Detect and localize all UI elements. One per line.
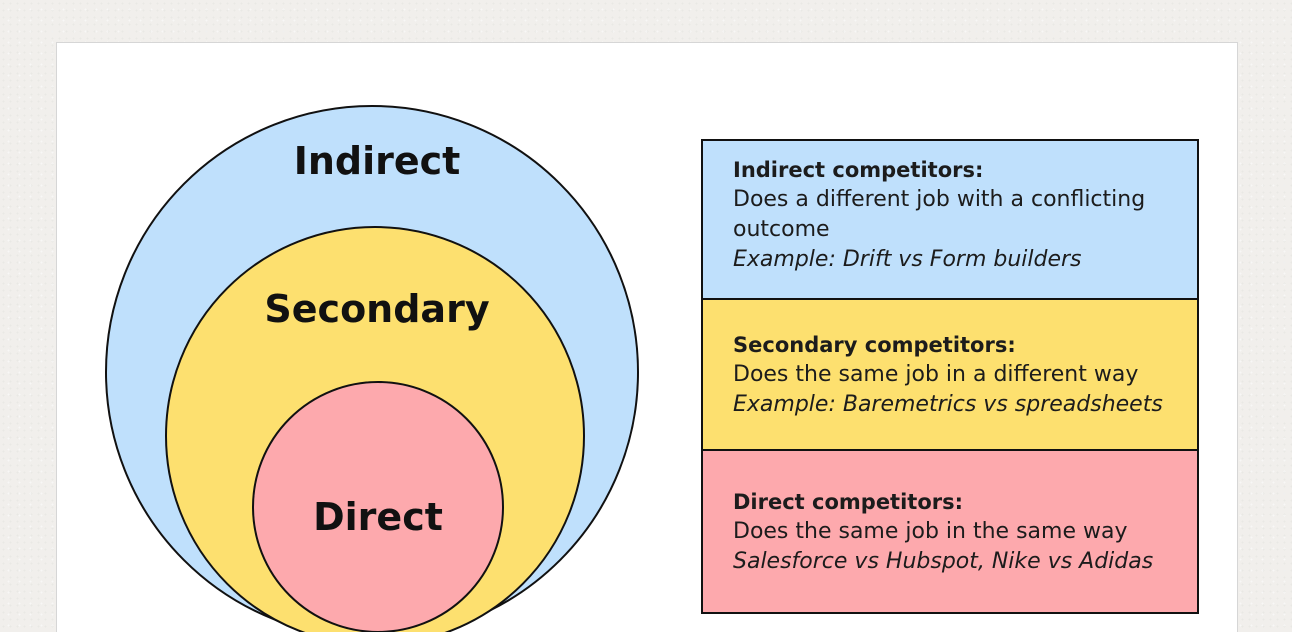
indirect-legend-title: Indirect competitors:	[733, 158, 984, 182]
direct-legend-box: Direct competitors: Does the same job in…	[703, 449, 1197, 612]
competitor-legend: Indirect competitors: Does a different j…	[701, 139, 1199, 614]
indirect-label: Indirect	[294, 139, 461, 183]
direct-legend-title: Direct competitors:	[733, 490, 964, 514]
direct-legend-example: Salesforce vs Hubspot, Nike vs Adidas	[733, 549, 1154, 574]
indirect-legend-example: Example: Drift vs Form builders	[733, 247, 1082, 272]
indirect-legend-description: Does a different job with a conflicting …	[733, 187, 1146, 242]
secondary-legend-example: Example: Baremetrics vs spreadsheets	[733, 392, 1163, 417]
direct-circle	[252, 381, 504, 632]
secondary-label: Secondary	[264, 287, 489, 331]
nested-circles-diagram: Indirect Secondary Direct	[105, 105, 639, 632]
secondary-legend-box: Secondary competitors: Does the same job…	[703, 298, 1197, 449]
indirect-legend-box: Indirect competitors: Does a different j…	[703, 141, 1197, 298]
secondary-legend-title: Secondary competitors:	[733, 333, 1016, 357]
direct-legend-description: Does the same job in the same way	[733, 519, 1128, 544]
secondary-legend-description: Does the same job in a different way	[733, 362, 1139, 387]
direct-label: Direct	[313, 495, 443, 539]
diagram-card: Indirect Secondary Direct Indirect compe…	[56, 42, 1238, 632]
